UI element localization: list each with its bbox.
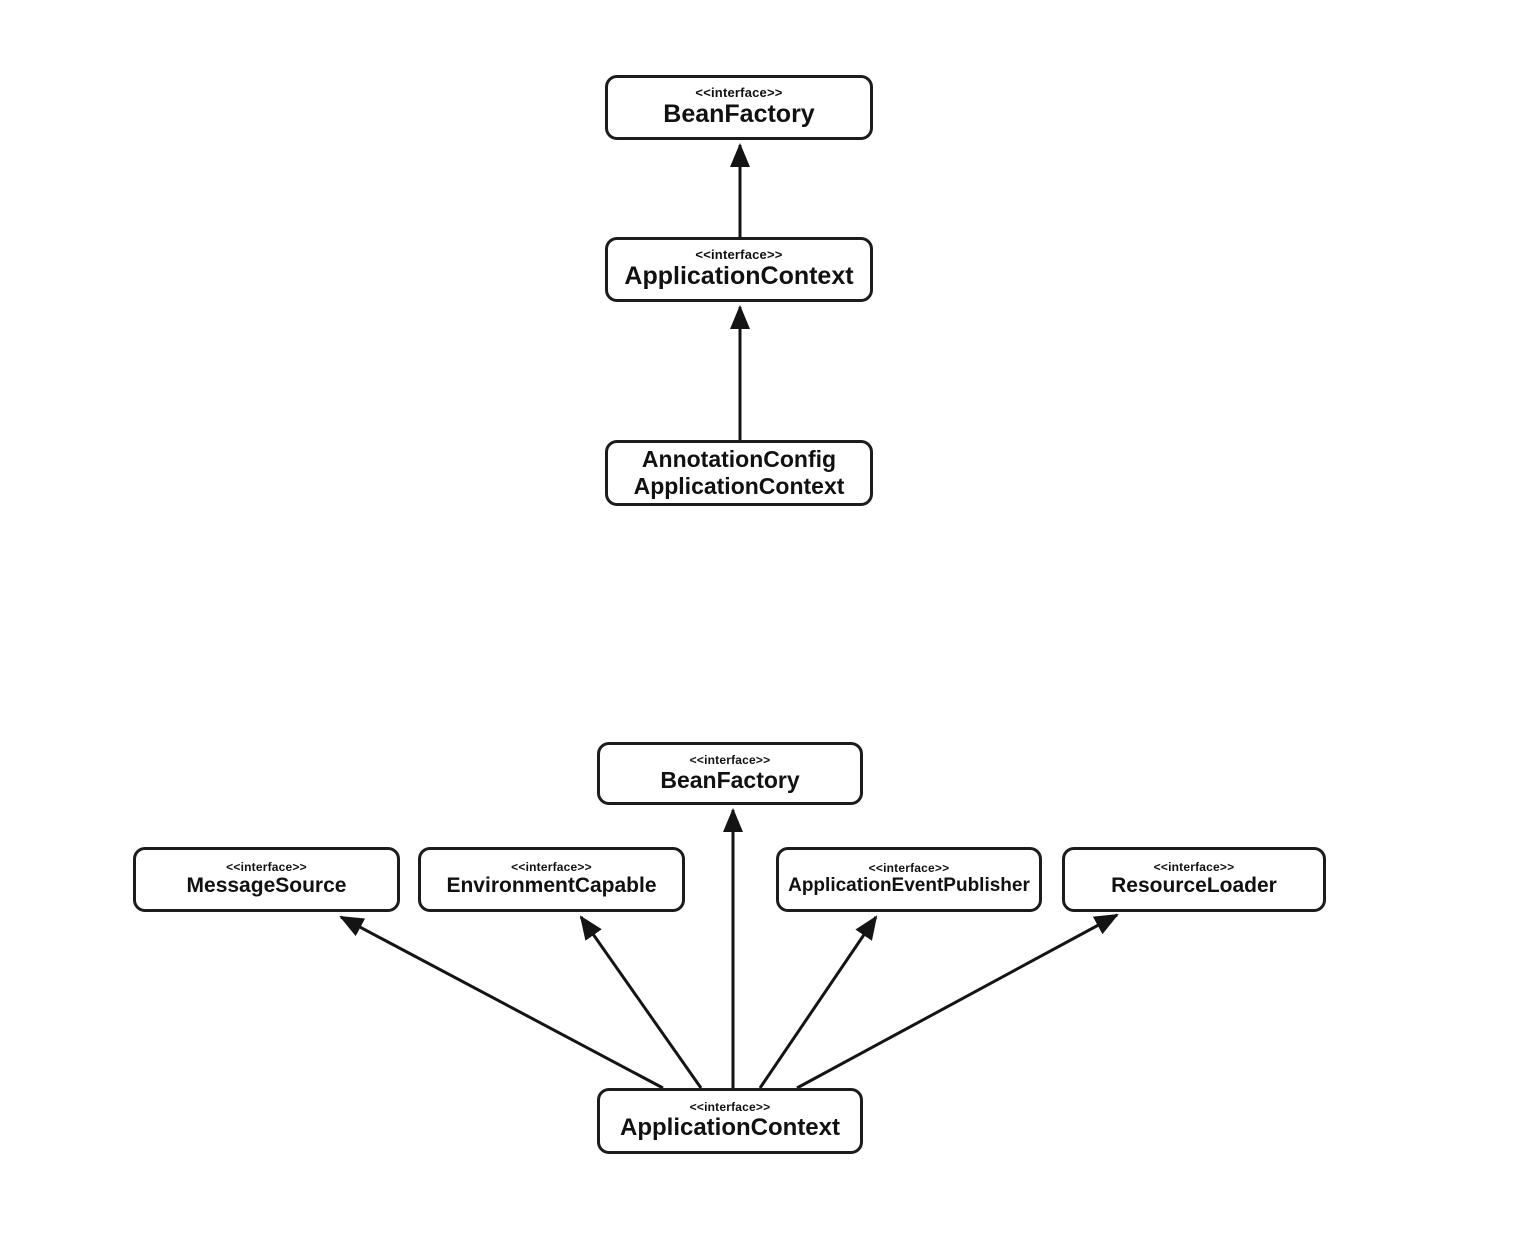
node-name: BeanFactory	[663, 100, 815, 129]
node-name-line1: AnnotationConfig	[641, 445, 837, 472]
edge-applicationcontext-to-messagesource	[339, 915, 664, 1090]
node-messagesource: <<interface>> MessageSource	[133, 847, 400, 912]
node-beanfactory-top: <<interface>> BeanFactory	[605, 75, 873, 140]
node-stereotype: <<interface>>	[511, 860, 592, 875]
node-name: ResourceLoader	[1111, 874, 1277, 898]
node-name: ApplicationContext	[620, 1113, 840, 1141]
node-stereotype: <<interface>>	[868, 861, 950, 876]
node-name: EnvironmentCapable	[446, 874, 657, 898]
node-stereotype: <<interface>>	[689, 1099, 771, 1114]
node-stereotype: <<interface>>	[695, 247, 783, 263]
node-environmentcapable: <<interface>> EnvironmentCapable	[418, 847, 685, 912]
edge-applicationcontext-to-applicationeventpublisher	[758, 915, 878, 1089]
edge-applicationcontext-to-resourceloader	[796, 913, 1119, 1090]
node-name-line2: ApplicationContext	[633, 473, 845, 499]
node-name: BeanFactory	[660, 767, 800, 794]
node-beanfactory-bottom: <<interface>> BeanFactory	[597, 742, 863, 805]
node-stereotype: <<interface>>	[226, 860, 307, 875]
node-stereotype: <<interface>>	[695, 85, 783, 101]
node-stereotype: <<interface>>	[689, 752, 771, 767]
node-name: ApplicationEventPublisher	[788, 875, 1030, 897]
node-stereotype: <<interface>>	[1153, 860, 1235, 875]
node-name: ApplicationContext	[624, 262, 854, 291]
node-applicationcontext-top: <<interface>> ApplicationContext	[605, 237, 873, 302]
node-annotationconfigapplicationcontext: AnnotationConfig ApplicationContext	[605, 440, 873, 506]
edge-applicationcontext-to-environmentcapable	[579, 915, 703, 1089]
node-resourceloader: <<interface>> ResourceLoader	[1062, 847, 1326, 912]
node-applicationeventpublisher: <<interface>> ApplicationEventPublisher	[776, 847, 1042, 912]
node-name: MessageSource	[186, 874, 347, 898]
node-applicationcontext-bottom: <<interface>> ApplicationContext	[597, 1088, 863, 1154]
